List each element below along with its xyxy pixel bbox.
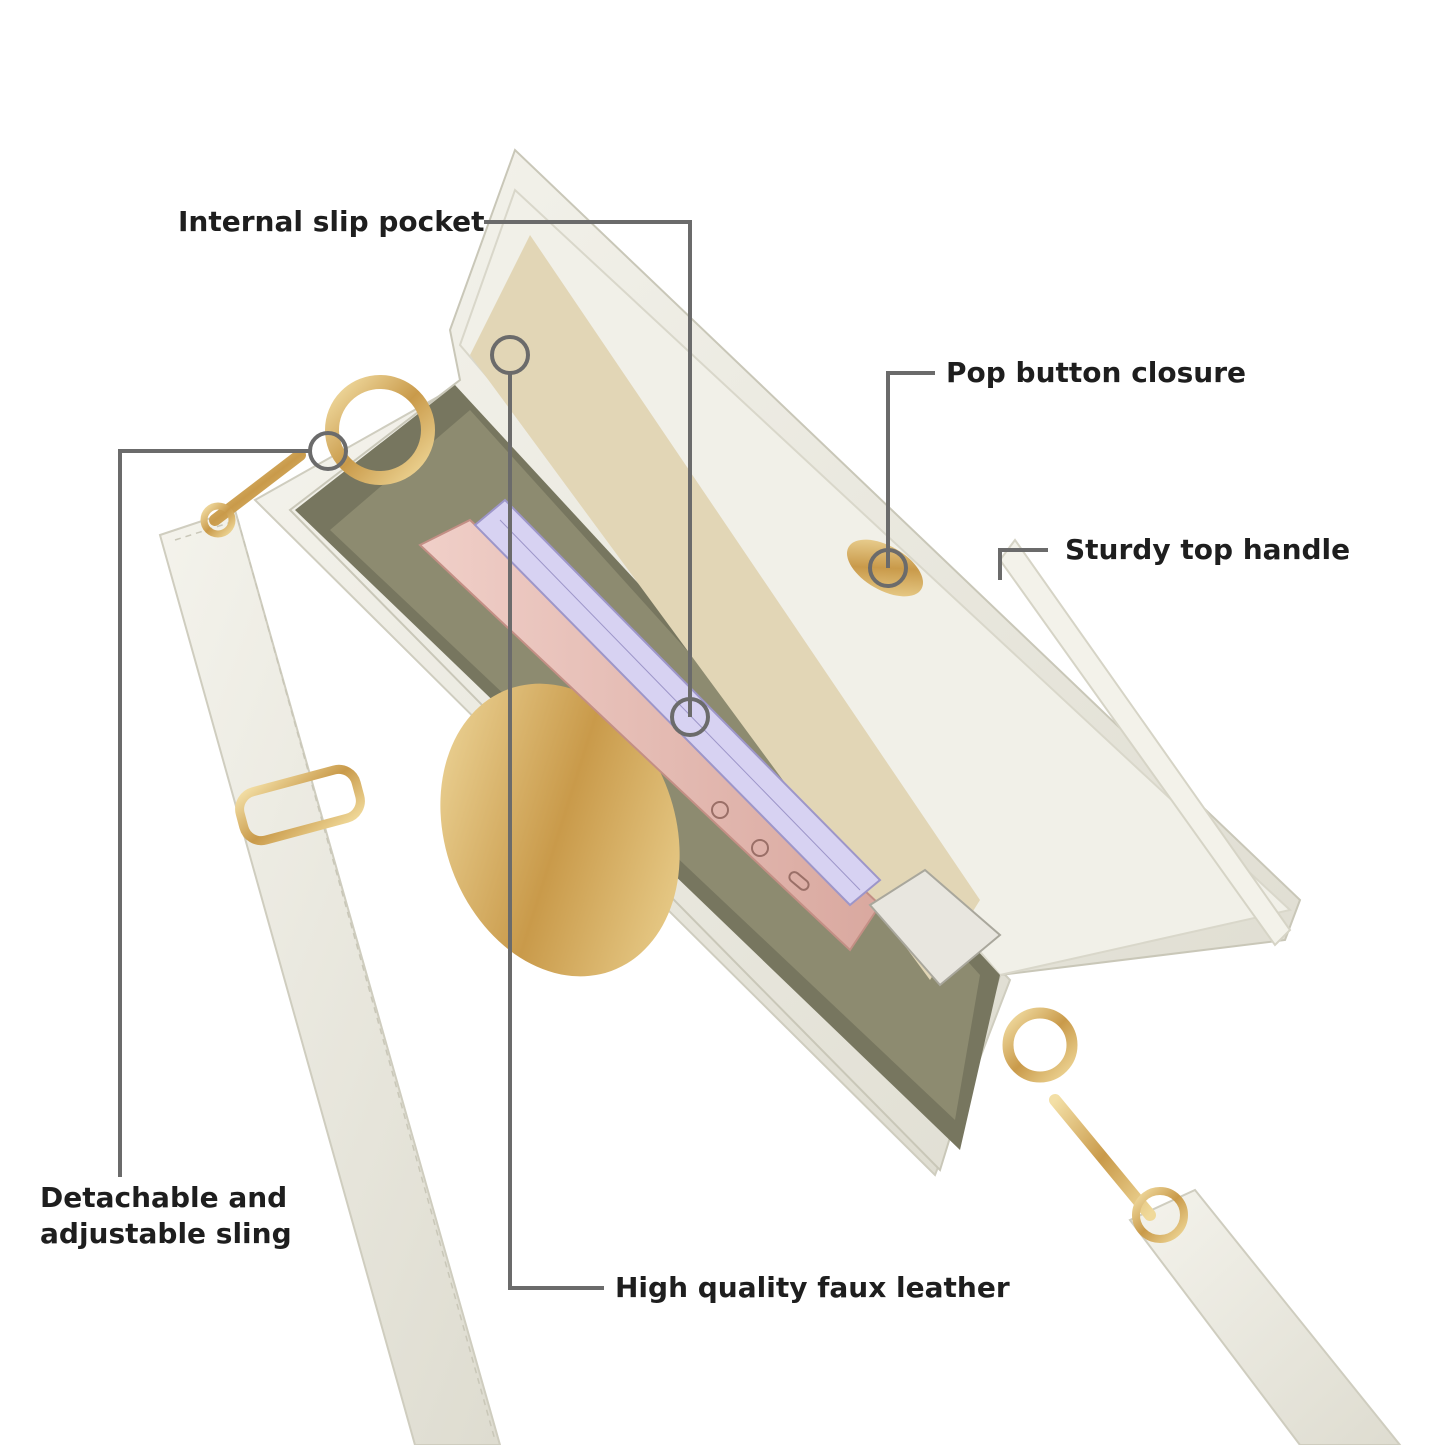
shoulder-strap-right	[1128, 1188, 1402, 1445]
top-handle	[998, 538, 1292, 947]
label-detachable-sling-line2: adjustable sling	[40, 1217, 292, 1250]
clasp-right	[1002, 1007, 1188, 1243]
label-pop-button-closure: Pop button closure	[946, 356, 1247, 389]
label-faux-leather: High quality faux leather	[615, 1271, 1010, 1304]
strap-slider	[235, 764, 365, 846]
label-detachable-sling: Detachable and adjustable sling	[40, 1180, 340, 1252]
pop-button	[847, 539, 923, 597]
label-detachable-sling-line1: Detachable and	[40, 1181, 288, 1214]
clasp-left	[200, 449, 306, 538]
callout-lines	[118, 220, 1048, 1290]
card-holder	[868, 868, 1002, 987]
label-sturdy-top-handle: Sturdy top handle	[1065, 533, 1351, 566]
handle-ring-top	[325, 375, 435, 485]
label-internal-slip-pocket: Internal slip pocket	[178, 205, 485, 238]
compact-mirror	[440, 683, 680, 977]
